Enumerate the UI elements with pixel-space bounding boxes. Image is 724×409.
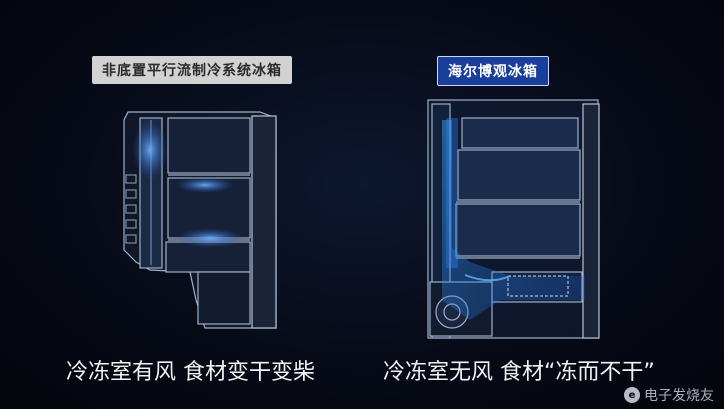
right-airflow <box>442 118 585 320</box>
left-airflow-glow-top <box>132 120 168 180</box>
watermark-text: 电子发烧友 <box>644 388 714 404</box>
right-caption: 冷冻室无风 食材“冻而不干” <box>383 360 655 385</box>
right-product-label: 海尔博观冰箱 <box>437 56 549 86</box>
left-product-label: 非底置平行流制冷系统冰箱 <box>92 56 292 84</box>
left-caption: 冷冻室有风 食材变干变柴 <box>66 360 315 385</box>
watermark: e 电子发烧友 <box>624 385 714 405</box>
left-airflow-glow-mid <box>175 177 235 193</box>
watermark-logo-icon: e <box>624 387 640 403</box>
left-airflow-glow-bottom <box>176 228 244 248</box>
